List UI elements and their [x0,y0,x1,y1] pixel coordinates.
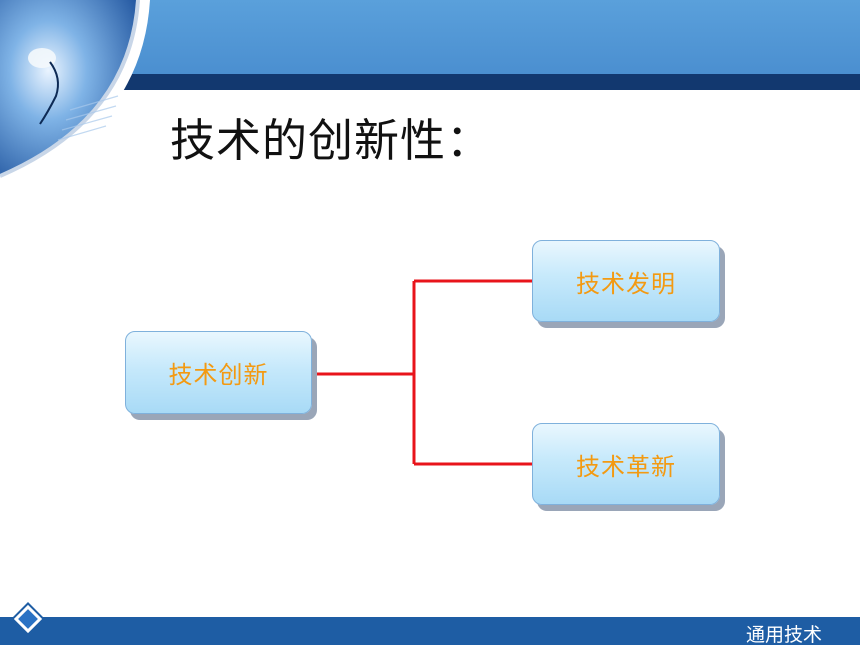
corner-photo-image [0,0,150,190]
slide-title: 技术的创新性： [170,114,493,167]
diagram-child-node-invention: 技术发明 [532,240,720,322]
child-node-label: 技术革新 [576,452,676,481]
diamond-icon [11,602,45,636]
root-node-label: 技术创新 [168,361,269,389]
header-stripe [0,74,860,90]
diagram-root-node: 技术创新 [125,331,312,414]
diagram-child-node-innovation: 技术革新 [532,423,720,505]
child-node-label: 技术发明 [576,269,676,298]
footer-bar [0,617,860,645]
footer-course-label: 通用技术 [745,624,822,646]
